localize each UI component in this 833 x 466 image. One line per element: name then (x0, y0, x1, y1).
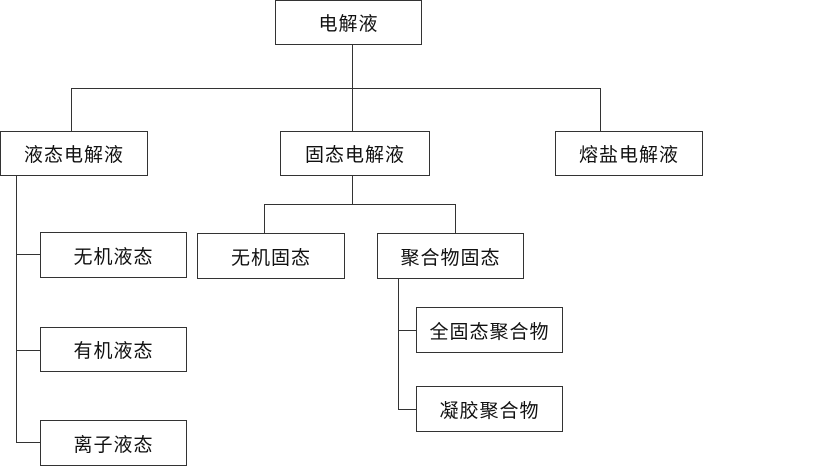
node-molten-salt-electrolyte: 熔盐电解液 (555, 131, 703, 176)
node-electrolyte-root: 电解液 (275, 0, 422, 45)
node-solid-electrolyte: 固态电解液 (280, 131, 430, 176)
node-polymer-solid: 聚合物固态 (377, 233, 524, 279)
node-inorganic-liquid: 无机液态 (40, 232, 187, 278)
node-all-solid-polymer: 全固态聚合物 (416, 307, 563, 353)
node-organic-liquid: 有机液态 (40, 327, 187, 372)
node-ionic-liquid: 离子液态 (40, 420, 187, 466)
node-gel-polymer: 凝胶聚合物 (416, 386, 563, 432)
node-inorganic-solid: 无机固态 (197, 233, 345, 279)
node-liquid-electrolyte: 液态电解液 (0, 131, 148, 176)
